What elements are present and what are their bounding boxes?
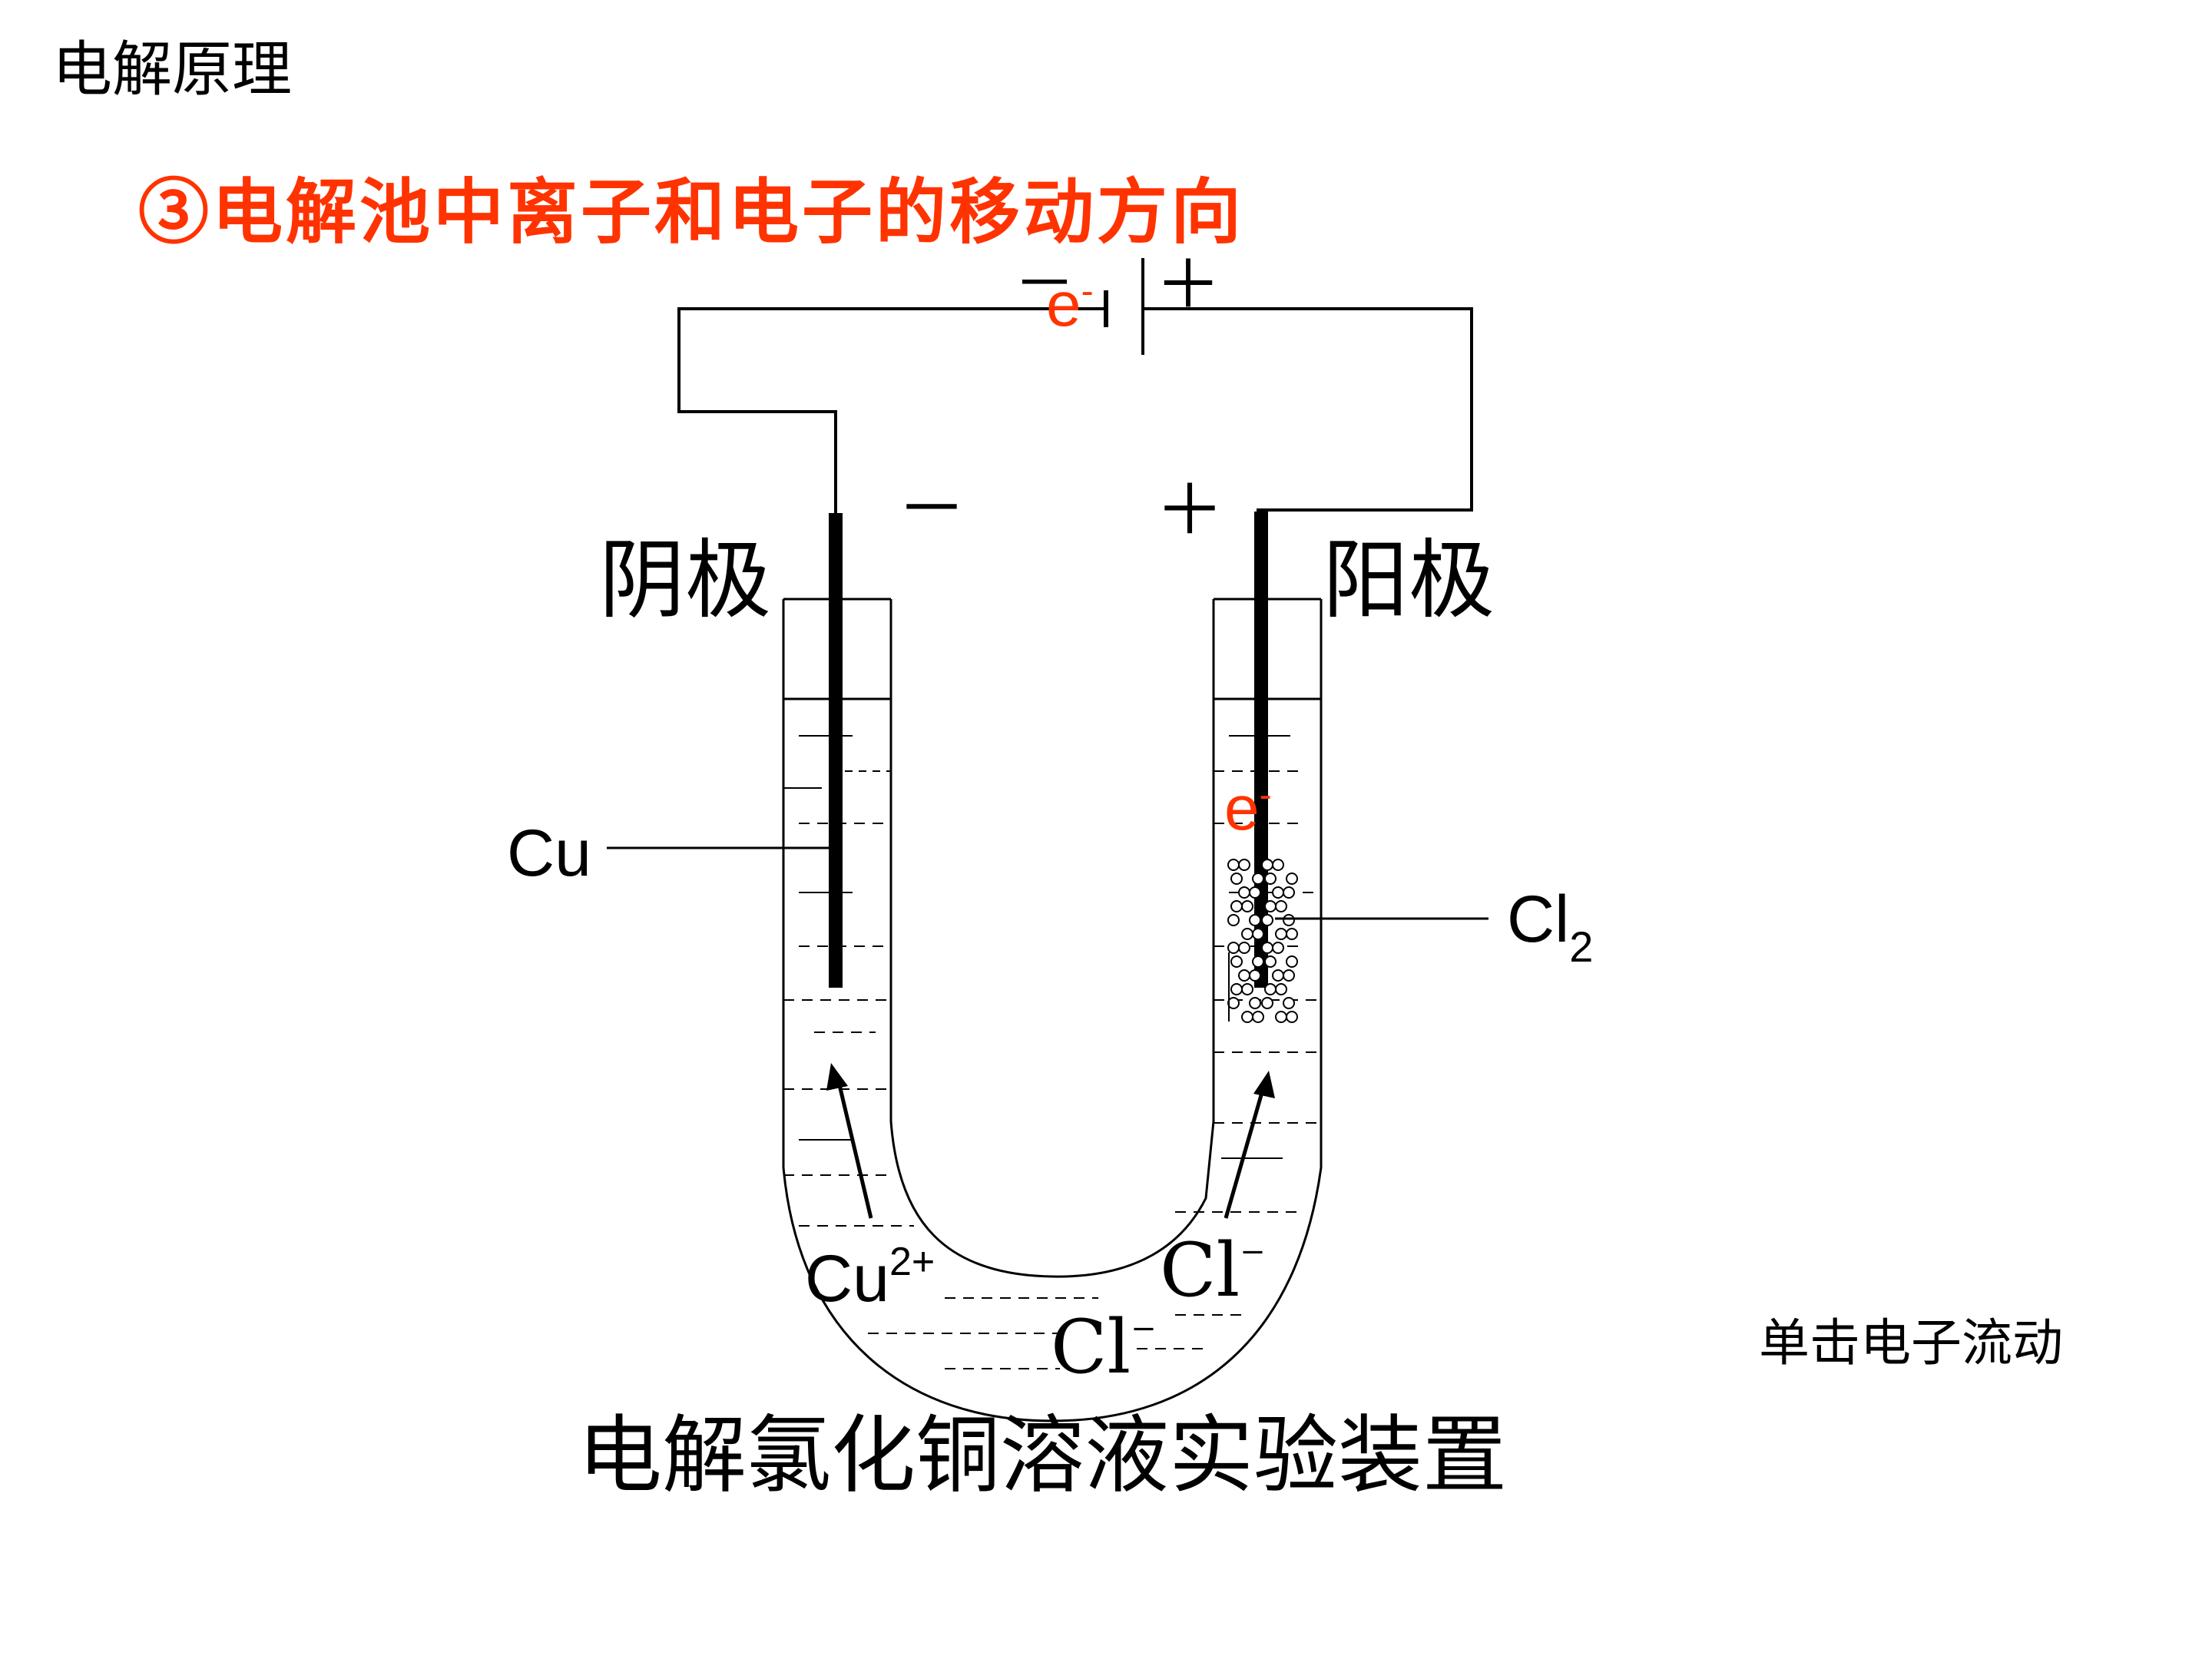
chlorine-bubble: [1241, 983, 1253, 995]
chlorine-bubble: [1272, 969, 1284, 982]
chlorine-bubble: [1283, 969, 1295, 982]
chlorine-bubble: [1252, 1011, 1264, 1023]
chlorine-bubble: [1230, 955, 1243, 968]
chlorine-bubble: [1261, 942, 1273, 954]
chlorine-bubble: [1227, 997, 1240, 1009]
chlorine-bubble: [1238, 942, 1250, 954]
chlorine-bubble: [1249, 886, 1261, 899]
chlorine-bubble: [1241, 928, 1253, 940]
chlorine-gas-label: Cl2: [1507, 882, 1594, 971]
chlorine-bubble: [1230, 873, 1243, 885]
chlorine-bubble: [1286, 955, 1298, 968]
chlorine-bubble: [1238, 886, 1250, 899]
chlorine-bubble: [1264, 900, 1277, 912]
electron-marker-wire[interactable]: e-: [1046, 270, 1094, 339]
subtitle-text: 电解池中离子和电子的移动方向: [212, 171, 1245, 253]
chlorine-bubble: [1272, 942, 1284, 954]
chlorine-bubble: [1264, 873, 1277, 885]
chloride-ion-label-b: Cl−: [1051, 1304, 1157, 1390]
chlorine-bubble: [1241, 900, 1253, 912]
chlorine-bubble: [1272, 886, 1284, 899]
copper-ion-label: Cu2+: [805, 1240, 935, 1316]
chlorine-bubble: [1275, 928, 1287, 940]
chlorine-bubble: [1238, 859, 1250, 871]
cathode-label: 阴极: [599, 531, 771, 631]
chlorine-bubble: [1249, 914, 1261, 926]
chlorine-bubble: [1249, 997, 1261, 1009]
chloride-ion-label-a: Cl−: [1160, 1227, 1266, 1313]
chlorine-bubble: [1238, 969, 1250, 982]
chlorine-bubble: [1283, 997, 1295, 1009]
chlorine-bubble: [1227, 942, 1240, 954]
chlorine-bubble: [1252, 873, 1264, 885]
chlorine-bubble: [1252, 928, 1264, 940]
chlorine-bubble: [1261, 859, 1273, 871]
chlorine-bubble: [1272, 859, 1284, 871]
chlorine-bubble: [1275, 1011, 1287, 1023]
copper-electrode-label: Cu: [507, 816, 591, 890]
battery-negative-sign: －: [1014, 250, 1075, 318]
chlorine-bubble: [1261, 997, 1273, 1009]
page-title: 电解原理: [52, 35, 293, 104]
chlorine-bubble: [1241, 1011, 1253, 1023]
anode-label: 阳极: [1323, 531, 1495, 631]
slide-subtitle: ③电解池中离子和电子的移动方向: [138, 177, 1244, 247]
ion-arrows: [826, 1063, 1275, 1219]
chlorine-bubble: [1230, 983, 1243, 995]
battery-positive-sign: ＋: [1155, 248, 1221, 322]
circled-number-marker: ③: [138, 171, 213, 253]
chlorine-bubble: [1261, 914, 1273, 926]
chlorine-bubble: [1286, 928, 1298, 940]
chlorine-bubble: [1286, 1011, 1298, 1023]
circuit-wire: [677, 307, 1106, 507]
diagram-caption: 电解氯化铜溶液实验装置: [578, 1406, 1507, 1505]
chlorine-bubble: [1227, 859, 1240, 871]
chlorine-bubble: [1275, 900, 1287, 912]
chlorine-bubbles: [1227, 859, 1298, 1023]
chlorine-bubble: [1283, 914, 1295, 926]
chlorine-bubble: [1283, 886, 1295, 899]
chlorine-bubble: [1286, 873, 1298, 885]
cathode-sign: －: [897, 471, 966, 548]
anode-sign: ＋: [1155, 472, 1224, 549]
chlorine-bubble: [1227, 914, 1240, 926]
electron-marker-anode[interactable]: e-: [1224, 773, 1272, 843]
chlorine-bubble: [1275, 983, 1287, 995]
chlorine-bubble: [1264, 955, 1277, 968]
click-electron-flow-button[interactable]: 单击电子流动: [1759, 1313, 2063, 1373]
chlorine-bubble: [1249, 969, 1261, 982]
circuit-wire-right: [1143, 307, 1473, 512]
chlorine-bubble: [1252, 955, 1264, 968]
chlorine-bubble: [1264, 983, 1277, 995]
chlorine-bubble: [1230, 900, 1243, 912]
